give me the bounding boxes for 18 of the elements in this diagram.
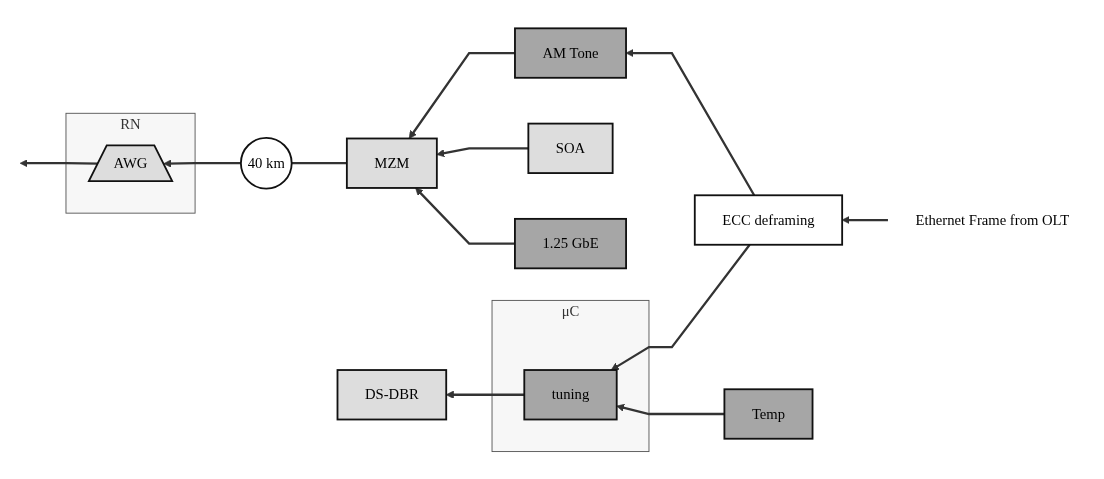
arrow [163, 159, 241, 168]
arrow [19, 158, 99, 167]
node-box: AM Tone [514, 26, 627, 79]
arrow [616, 403, 725, 415]
node-box: SOA [527, 122, 614, 174]
connector [291, 161, 347, 164]
node-text: Ethernet Frame from OLT [915, 211, 1070, 227]
node-box: tuning [523, 368, 618, 420]
arrow [610, 243, 751, 370]
arrow [415, 187, 515, 245]
arrow [408, 51, 515, 139]
node-box: MZM [345, 137, 438, 189]
node-box: 1.25 GbE [514, 217, 627, 269]
node-box: DS-DBR [336, 368, 448, 420]
node-box: Temp [723, 387, 814, 440]
arrow [436, 146, 529, 157]
node-circle: 40 km [239, 136, 293, 190]
node-box: ECC deframing [693, 193, 844, 246]
